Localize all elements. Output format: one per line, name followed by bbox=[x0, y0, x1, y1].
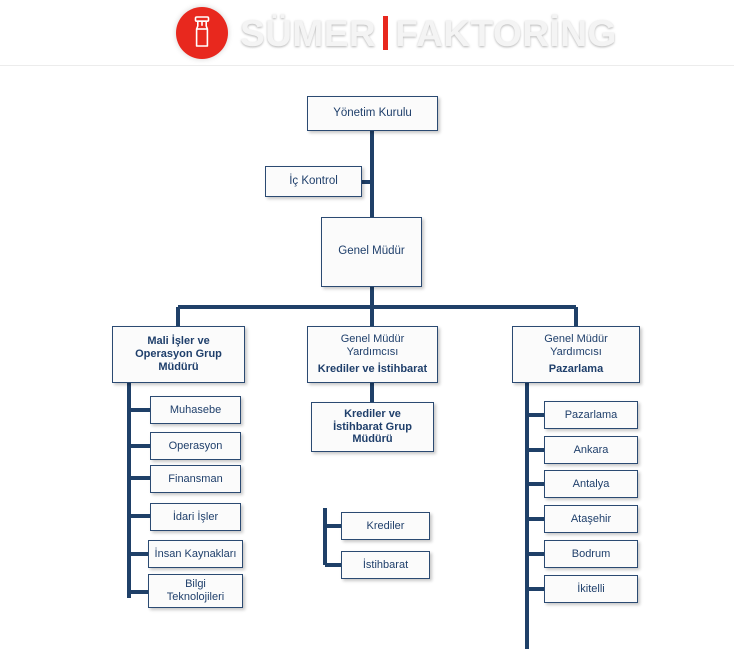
brand-secondary-text: FAKTORİNG bbox=[395, 12, 617, 54]
sumer-column-icon bbox=[176, 7, 228, 59]
brand-divider-bar bbox=[383, 16, 389, 50]
list-item[interactable]: İnsan Kaynakları bbox=[148, 540, 243, 568]
node-board-label: Yönetim Kurulu bbox=[333, 106, 412, 119]
leaf-label: Finansman bbox=[168, 472, 223, 485]
list-item[interactable]: Finansman bbox=[150, 465, 241, 493]
leaf-label: Operasyon bbox=[168, 439, 223, 452]
list-item[interactable]: Bodrum bbox=[544, 540, 638, 568]
leaf-label: Muhasebe bbox=[169, 403, 222, 416]
node-finance-operations-group[interactable]: Mali İşler ve Operasyon Grup Müdürü bbox=[112, 326, 245, 383]
node-credit-group-line1: Krediler ve bbox=[344, 407, 401, 420]
list-item[interactable]: Operasyon bbox=[150, 432, 241, 460]
leaf-label: İstihbarat bbox=[362, 558, 409, 571]
node-gm-assistant-credit[interactable]: Genel Müdür Yardımcısı Krediler ve İstih… bbox=[307, 326, 438, 383]
leaf-label: Ataşehir bbox=[570, 512, 612, 525]
list-item[interactable]: Ataşehir bbox=[544, 505, 638, 533]
list-item[interactable]: İkitelli bbox=[544, 575, 638, 603]
org-chart: Yönetim Kurulu İç Kontrol Genel Müdür Ma… bbox=[0, 65, 734, 649]
node-finance-line1: Mali İşler ve bbox=[147, 335, 210, 348]
brand-wordmark: SÜMER FAKTORİNG bbox=[240, 15, 617, 52]
node-general-manager[interactable]: Genel Müdür bbox=[321, 217, 422, 287]
node-internal-control-label: İç Kontrol bbox=[289, 174, 338, 187]
list-item[interactable]: Pazarlama bbox=[544, 401, 638, 429]
node-board[interactable]: Yönetim Kurulu bbox=[307, 96, 438, 131]
node-gm-marketing-line1: Genel Müdür bbox=[544, 333, 608, 346]
node-credit-group-line3: Müdürü bbox=[352, 433, 393, 446]
page-header: SÜMER FAKTORİNG bbox=[0, 0, 734, 66]
leaf-label: Krediler bbox=[366, 519, 405, 532]
leaf-label: İkitelli bbox=[577, 582, 605, 595]
list-item[interactable]: Bilgi Teknolojileri bbox=[148, 574, 243, 608]
list-item[interactable]: İstihbarat bbox=[341, 551, 430, 579]
leaf-label: Pazarlama bbox=[564, 408, 618, 421]
node-gm-assistant-marketing[interactable]: Genel Müdür Yardımcısı Pazarlama bbox=[512, 326, 640, 383]
brand-logo: SÜMER FAKTORİNG bbox=[176, 6, 617, 60]
brand-primary-text: SÜMER bbox=[240, 12, 377, 54]
leaf-label: Bodrum bbox=[571, 547, 611, 560]
leaf-label: Ankara bbox=[573, 443, 609, 456]
list-item[interactable]: Ankara bbox=[544, 436, 638, 464]
leaf-label: İnsan Kaynakları bbox=[154, 547, 237, 560]
node-general-manager-label: Genel Müdür bbox=[338, 245, 405, 258]
list-item[interactable]: Muhasebe bbox=[150, 396, 241, 424]
node-gm-marketing-line3: Pazarlama bbox=[548, 362, 604, 375]
node-gm-credit-line3: Krediler ve İstihbarat bbox=[317, 362, 428, 375]
node-gm-marketing-line2: Yardımcısı bbox=[550, 346, 602, 359]
leaf-label: İdari İşler bbox=[172, 510, 219, 523]
leaf-label: Antalya bbox=[572, 477, 610, 490]
node-finance-line3: Müdürü bbox=[158, 360, 199, 373]
leaf-label-line1: Bilgi bbox=[185, 578, 206, 591]
node-gm-credit-line2: Yardımcısı bbox=[346, 346, 399, 359]
node-credit-group-line2: İstihbarat Grup bbox=[333, 420, 412, 433]
list-item[interactable]: Antalya bbox=[544, 470, 638, 498]
node-internal-control[interactable]: İç Kontrol bbox=[265, 166, 362, 197]
node-gm-credit-line1: Genel Müdür bbox=[340, 333, 405, 346]
list-item[interactable]: Krediler bbox=[341, 512, 430, 540]
node-finance-line2: Operasyon Grup bbox=[135, 348, 222, 361]
node-credit-intel-group[interactable]: Krediler ve İstihbarat Grup Müdürü bbox=[311, 402, 434, 452]
leaf-label-line2: Teknolojileri bbox=[166, 591, 225, 603]
list-item[interactable]: İdari İşler bbox=[150, 503, 241, 531]
